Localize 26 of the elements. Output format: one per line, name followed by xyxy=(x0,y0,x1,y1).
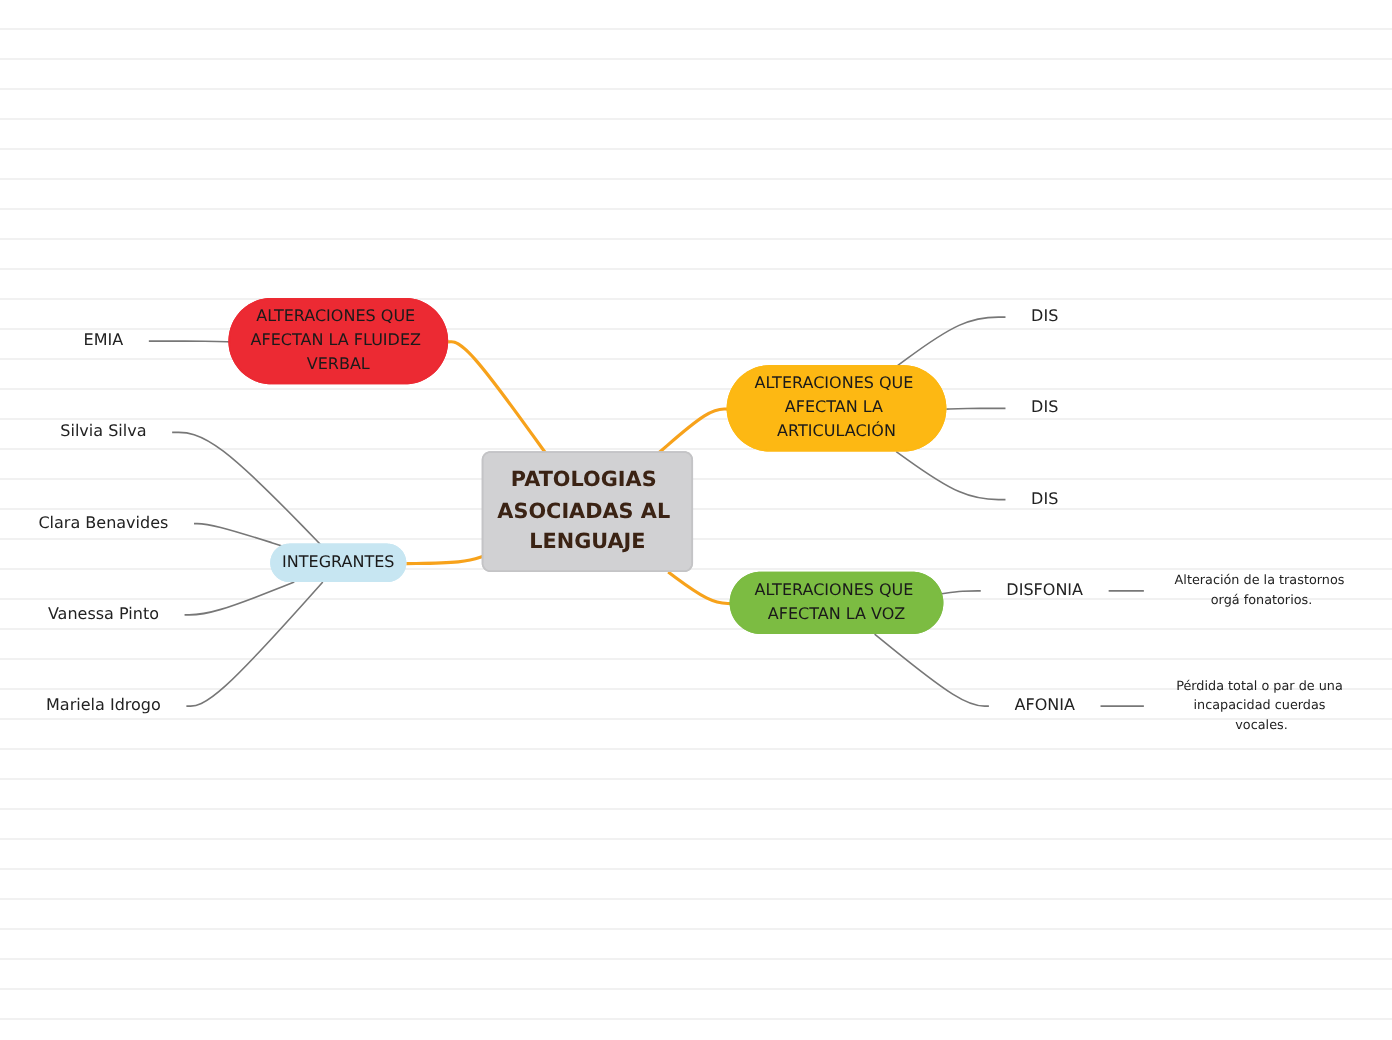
node-text: DISFONIA xyxy=(1006,582,1084,600)
connector xyxy=(945,407,1007,410)
connector xyxy=(406,554,484,566)
node-text: Clara Benavides xyxy=(38,514,169,533)
connector xyxy=(1107,590,1145,592)
node-text: AFONIA xyxy=(1014,697,1075,715)
connector xyxy=(940,590,982,595)
node-text: Silvia Silva xyxy=(60,423,147,442)
node-text: Vanessa Pinto xyxy=(47,606,159,624)
connector xyxy=(667,570,732,606)
node-text: DIS xyxy=(1031,490,1059,509)
connector xyxy=(185,581,324,707)
connector xyxy=(193,522,285,548)
node-text: EMIA xyxy=(83,332,124,350)
connector xyxy=(657,407,729,454)
node-text: DIS xyxy=(1031,399,1059,418)
node-text: Mariela Idrogo xyxy=(46,697,161,715)
connector xyxy=(183,581,296,616)
connector xyxy=(448,340,547,454)
connector xyxy=(1099,705,1145,707)
node-text: DIS xyxy=(1031,308,1059,326)
connector xyxy=(148,340,231,343)
connector xyxy=(895,316,1007,368)
connector xyxy=(171,431,322,546)
connector xyxy=(895,450,1007,501)
connector xyxy=(873,633,990,707)
